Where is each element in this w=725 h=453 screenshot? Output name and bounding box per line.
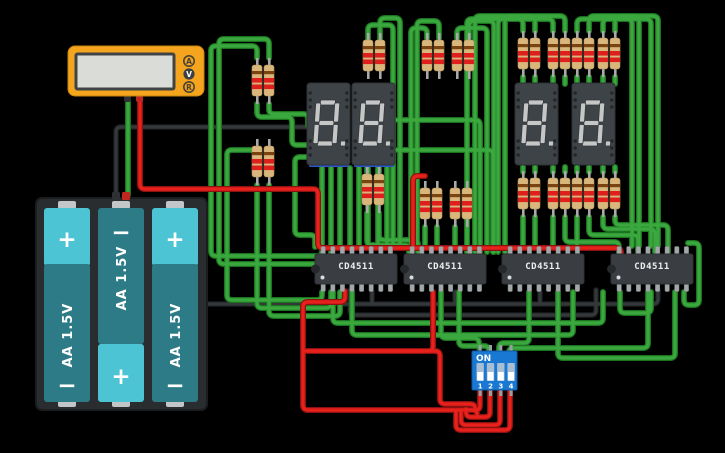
cell2-plus: + [111, 364, 130, 390]
dip-num-3: 3 [498, 383, 503, 391]
ic1-label: CD4511 [338, 262, 374, 272]
battery-cell-2[interactable]: − + AA 1.5V [98, 208, 144, 402]
cell1-plus: + [57, 227, 76, 253]
mode-button-amps-label: A [186, 57, 192, 66]
dip-pins [478, 345, 513, 396]
mode-button-volts[interactable]: V [183, 68, 195, 80]
ic-cd4511-2[interactable]: CD4511 [399, 246, 487, 292]
dip-switch[interactable]: ON 1 2 3 4 [471, 345, 518, 396]
seven-segment-display-1[interactable] [306, 82, 351, 166]
ic-cd4511-1[interactable]: CD4511 [310, 246, 398, 292]
multimeter-screen [74, 52, 176, 91]
battery-cell-1[interactable]: + − AA 1.5V [44, 208, 90, 402]
cell1-minus: − [57, 373, 76, 399]
cell3-minus: − [165, 373, 184, 399]
ic3-label: CD4511 [525, 262, 561, 272]
dip-num-1: 1 [478, 383, 483, 391]
seven-segment-display-3[interactable] [514, 82, 559, 166]
mode-button-resistance-label: R [186, 83, 192, 92]
cell1-label: AA 1.5V [61, 303, 76, 368]
mode-button-volts-label: V [186, 70, 192, 79]
ic2-label: CD4511 [427, 262, 463, 272]
multimeter[interactable]: A V R [67, 45, 205, 102]
cell3-plus: + [165, 227, 184, 253]
cell2-label: AA 1.5V [115, 246, 130, 311]
dip-num-2: 2 [488, 383, 493, 391]
battery-cell-3[interactable]: + − AA 1.5V [152, 208, 198, 402]
ic-cd4511-4[interactable]: CD4511 [606, 246, 694, 292]
ic4-label: CD4511 [634, 262, 670, 272]
dip-on-label: ON [476, 354, 491, 364]
pack-terminal-negative[interactable] [112, 192, 120, 200]
seven-segment-display-2[interactable] [351, 82, 396, 166]
seven-segment-display-4[interactable] [571, 82, 616, 166]
cell2-minus: − [111, 220, 130, 246]
dip-num-4: 4 [509, 383, 514, 391]
ic-cd4511-3[interactable]: CD4511 [497, 246, 585, 292]
cell3-label: AA 1.5V [169, 303, 184, 368]
mode-button-resistance[interactable]: R [183, 81, 196, 94]
dip-sliders[interactable] [476, 363, 515, 381]
pack-terminal-positive[interactable] [122, 192, 130, 200]
battery-pack[interactable]: + − AA 1.5V − + AA 1.5V + − AA 1.5V [35, 192, 208, 411]
mode-button-amps[interactable]: A [183, 54, 196, 67]
